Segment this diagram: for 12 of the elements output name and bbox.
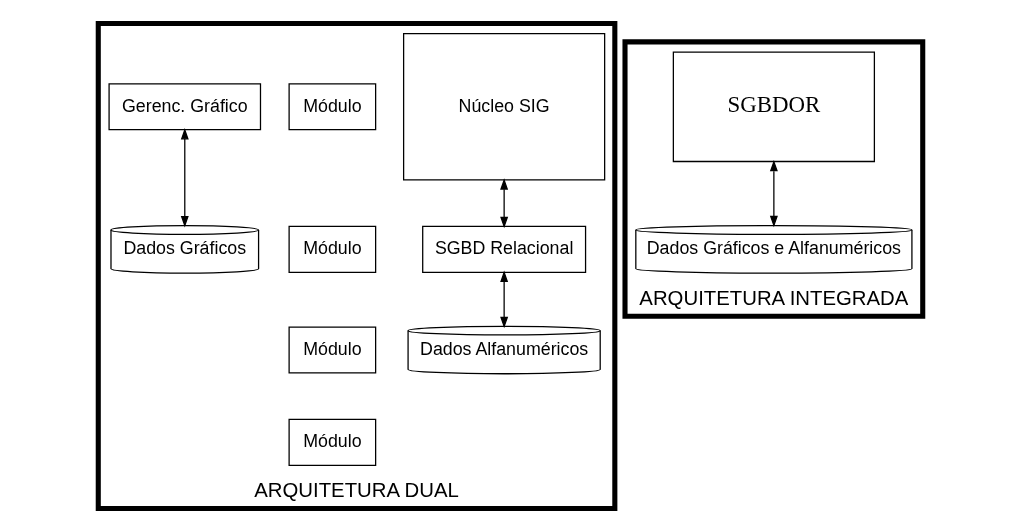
- node-box: Módulo: [288, 418, 376, 466]
- node-box: Gerenc. Gráfico: [107, 83, 261, 131]
- node-box: Módulo: [288, 326, 376, 374]
- arrow: [769, 159, 778, 228]
- node-box: SGBD Relacional: [421, 225, 586, 273]
- node-box: Núcleo SIG: [402, 33, 605, 181]
- arrow: [180, 128, 189, 228]
- node-box: SGBDOR: [672, 51, 875, 163]
- node-box: Módulo: [288, 83, 376, 131]
- node-box: Módulo: [288, 225, 376, 273]
- arrow: [499, 270, 508, 329]
- arrow: [499, 178, 508, 229]
